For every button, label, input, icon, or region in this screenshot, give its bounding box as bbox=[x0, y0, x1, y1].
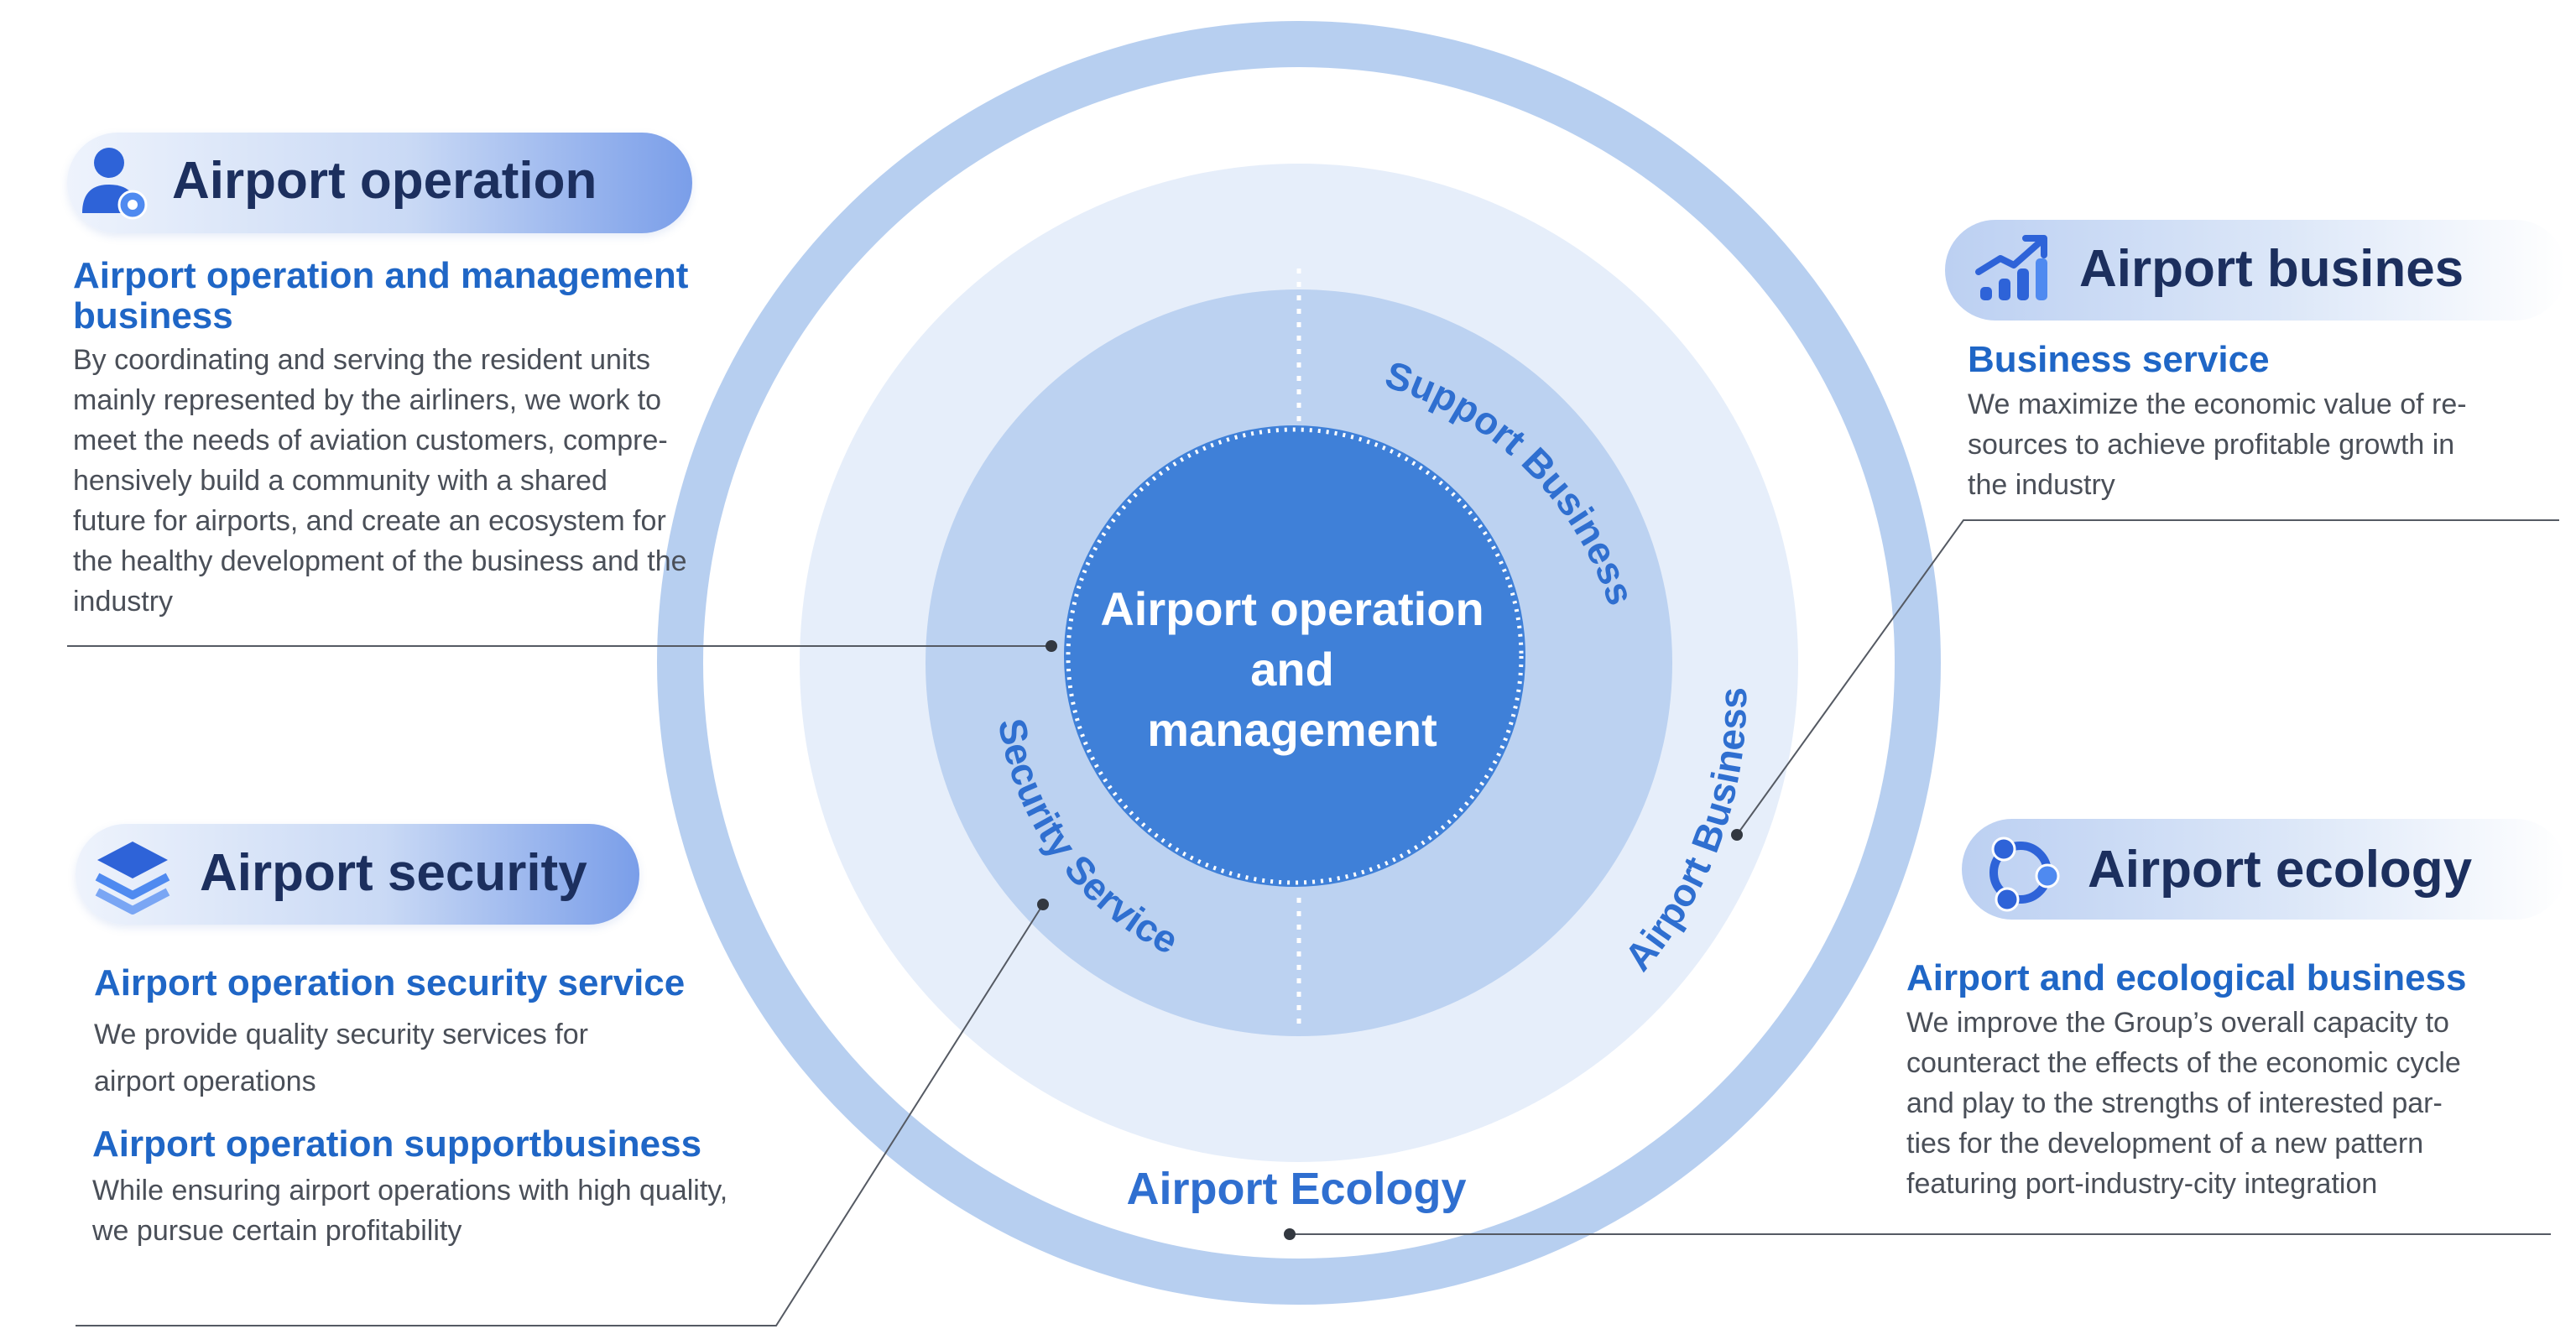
security-body-1-line: We provide quality security services for bbox=[94, 1019, 588, 1050]
cycle-icon bbox=[1989, 836, 2060, 912]
ring-label-ecology: Airport Ecology bbox=[1126, 1164, 1466, 1214]
security-body-2-line: While ensuring airport operations with h… bbox=[92, 1175, 728, 1207]
ecology-body-line: counteract the effects of the economic c… bbox=[1906, 1047, 2461, 1079]
core-dotted-border bbox=[1066, 427, 1524, 885]
center-label-line: Airport operation bbox=[1100, 582, 1484, 635]
ecology-body-line: We improve the Group’s overall capacity … bbox=[1906, 1007, 2449, 1039]
operation-body-line: mainly represented by the airliners, we … bbox=[73, 384, 662, 416]
business-body-line: We maximize the economic value of re- bbox=[1968, 388, 2467, 420]
user-gear-icon bbox=[82, 148, 148, 220]
business-body-line: sources to achieve profitable growth in bbox=[1968, 429, 2455, 461]
security-body-2-line: we pursue certain profitability bbox=[92, 1215, 462, 1247]
center-label-line: and bbox=[1250, 643, 1334, 696]
connector-dot-ecology bbox=[1284, 1228, 1296, 1240]
operation-subtitle-line: business bbox=[73, 295, 233, 336]
center-label-line: management bbox=[1147, 703, 1437, 756]
security-body-1-line: airport operations bbox=[94, 1066, 316, 1097]
connector-security bbox=[76, 904, 1044, 1326]
business-body-line: the industry bbox=[1968, 469, 2115, 501]
ecology-body-line: and play to the strengths of interested … bbox=[1906, 1087, 2443, 1119]
business-body: We maximize the economic value of re- so… bbox=[1968, 384, 2467, 505]
business-heading-pill bbox=[1945, 220, 2566, 321]
ecology-body-line: featuring port-industry-city integration bbox=[1906, 1168, 2378, 1200]
security-body-2: While ensuring airport operations with h… bbox=[92, 1170, 727, 1251]
ecology-body-line: ties for the development of a new patter… bbox=[1906, 1128, 2424, 1160]
operation-subtitle: Airport operation and management busines… bbox=[73, 256, 688, 336]
operation-body-line: hensively build a community with a share… bbox=[73, 465, 607, 497]
business-heading: Airport busines bbox=[2079, 240, 2464, 298]
business-subtitle: Business service bbox=[1968, 339, 2270, 380]
ecology-body: We improve the Group’s overall capacity … bbox=[1906, 1003, 2461, 1204]
security-subtitle-2: Airport operation supportbusiness bbox=[92, 1123, 702, 1165]
operation-body-line: future for airports, and create an ecosy… bbox=[73, 505, 666, 537]
operation-heading: Airport operation bbox=[172, 152, 597, 210]
operation-body-line: By coordinating and serving the resident… bbox=[73, 344, 650, 376]
operation-body-line: meet the needs of aviation customers, co… bbox=[73, 425, 668, 456]
growth-chart-icon bbox=[1975, 235, 2047, 300]
connector-dot-business bbox=[1731, 829, 1743, 841]
security-body-1: We provide quality security services for… bbox=[94, 1011, 588, 1105]
operation-heading-pill bbox=[67, 133, 692, 233]
core-circle bbox=[1064, 425, 1525, 887]
operation-body-line: industry bbox=[73, 586, 174, 618]
security-heading-pill bbox=[76, 824, 639, 925]
operation-subtitle-line: Airport operation and management bbox=[73, 255, 689, 296]
ecology-heading-pill bbox=[1962, 819, 2566, 920]
ecology-subtitle: Airport and ecological business bbox=[1906, 957, 2467, 998]
security-heading: Airport security bbox=[200, 844, 587, 902]
connector-dot-security bbox=[1037, 899, 1049, 910]
operation-body-line: the healthy development of the business … bbox=[73, 545, 687, 577]
ecology-heading: Airport ecology bbox=[2088, 841, 2473, 899]
operation-body: By coordinating and serving the resident… bbox=[73, 340, 687, 622]
layers-icon bbox=[95, 842, 170, 915]
connector-business bbox=[1736, 519, 2559, 836]
security-subtitle-1: Airport operation security service bbox=[94, 962, 686, 1003]
center-label: Airport operation and management bbox=[1057, 579, 1527, 760]
connector-dot-operation bbox=[1046, 640, 1057, 652]
